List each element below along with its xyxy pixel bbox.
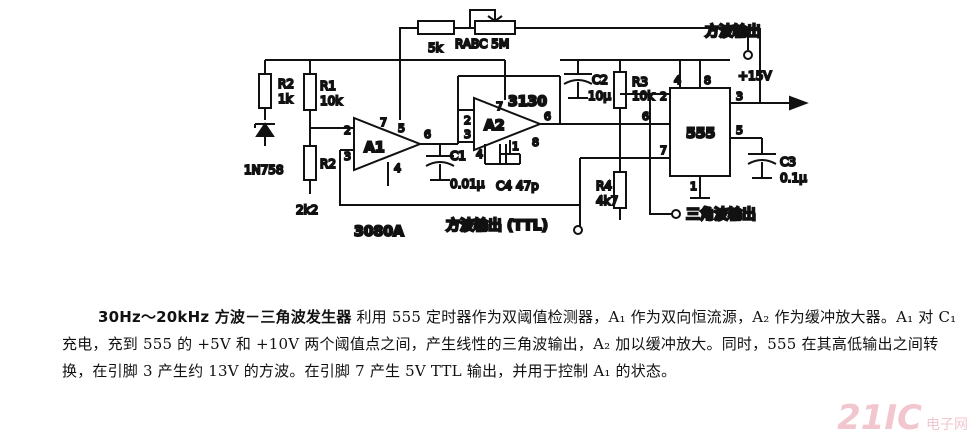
- label-c1-value: 0.01μ: [450, 177, 485, 191]
- label-555: 555: [686, 126, 715, 142]
- label-r3: R3: [632, 75, 648, 89]
- label-rabc: RABC 5M: [455, 37, 509, 51]
- circuit-schematic: 5k RABC 5M 方波输出 +15V R2 1k R1 10k 1N758 …: [243, 9, 809, 241]
- pin-a2-6: 6: [544, 110, 551, 123]
- pin-a2-3: 3: [464, 128, 471, 141]
- label-tri-out: 三角波输出: [686, 206, 756, 223]
- watermark-site: 电子网: [926, 417, 968, 433]
- opamp-a2: [457, 75, 561, 165]
- resistor-r1-10k: [303, 73, 317, 111]
- resistor-r4: [613, 158, 627, 220]
- label-r1-value: 10k: [320, 94, 342, 108]
- capacitor-c2: [563, 60, 593, 99]
- pin-555-6: 6: [642, 110, 649, 123]
- label-r2b-value: 2k2: [296, 203, 318, 217]
- label-c3: C3: [780, 155, 796, 169]
- pin-a2-1: 1: [512, 140, 519, 153]
- pin-555-5: 5: [736, 124, 743, 137]
- square-out-terminal: [743, 50, 753, 60]
- pin-a1-6: 6: [424, 128, 431, 141]
- pot-rabc: [474, 20, 516, 35]
- watermark-brand: 21IC: [837, 398, 922, 438]
- triangle-out-terminal: [671, 209, 681, 219]
- pin-555-2: 2: [660, 90, 667, 103]
- label-r1: R1: [320, 79, 336, 93]
- pin-a1-2: 2: [344, 124, 351, 137]
- label-r3-value: 10k: [632, 89, 654, 103]
- label-c4: C4 47p: [496, 179, 539, 193]
- label-a2-part: 3130: [508, 94, 547, 110]
- label-c3-value: 0.1μ: [780, 171, 807, 185]
- label-c2-value: 10μ: [588, 89, 611, 103]
- caption-title: 30Hz～20kHz 方波－三角波发生器: [98, 308, 352, 326]
- label-c2: C2: [592, 73, 608, 87]
- resistor-r2-2k2: [303, 145, 317, 181]
- zener-diode: [254, 122, 275, 137]
- bias-network: [254, 59, 506, 194]
- pin-a1-4: 4: [394, 162, 401, 175]
- pin-555-4: 4: [674, 74, 681, 87]
- pin-555-7: 7: [660, 144, 667, 157]
- pin-a1-3: 3: [344, 150, 351, 163]
- label-r2-value: 1k: [278, 92, 293, 106]
- caption: 30Hz～20kHz 方波－三角波发生器 利用 555 定时器作为双阈值检测器，…: [62, 304, 962, 385]
- label-r4: R4: [596, 179, 612, 193]
- caption-body: 利用 555 定时器作为双阈值检测器，A₁ 作为双向恒流源，A₂ 作为缓冲放大器…: [62, 308, 957, 380]
- label-r2: R2: [278, 77, 294, 91]
- pin-555-8: 8: [704, 74, 711, 87]
- pin-a1-7: 7: [380, 116, 387, 129]
- pin-555-1: 1: [690, 180, 697, 193]
- label-a1-part: 3080A: [354, 224, 404, 240]
- label-r4-value: 4k7: [596, 194, 618, 208]
- pin-a2-2: 2: [464, 114, 471, 127]
- feedback-network: [399, 9, 761, 120]
- ic-555: [669, 59, 809, 199]
- pin-a2-7: 7: [496, 100, 503, 113]
- resistor-r2-1k: [258, 73, 272, 109]
- label-r2b: R2: [320, 157, 336, 171]
- resistor-r3: [613, 60, 627, 158]
- label-a1: A1: [364, 140, 385, 156]
- opamp-a1: [339, 116, 581, 226]
- pin-a1-5: 5: [398, 122, 405, 135]
- label-a2: A2: [484, 118, 505, 134]
- resistor-5k: [417, 20, 455, 35]
- label-square-out-top: 方波输出: [705, 23, 761, 40]
- capacitor-c3: [747, 138, 777, 179]
- label-c1: C1: [450, 149, 466, 163]
- label-vcc: +15V: [738, 69, 772, 83]
- pin-a2-8: 8: [532, 136, 539, 149]
- label-ttl-out: 方波输出 (TTL): [446, 217, 548, 234]
- label-5k: 5k: [428, 41, 443, 55]
- label-zener: 1N758: [244, 163, 284, 177]
- ttl-out-terminal: [573, 225, 583, 235]
- pin-a2-4: 4: [476, 148, 483, 161]
- pin-555-3: 3: [736, 90, 743, 103]
